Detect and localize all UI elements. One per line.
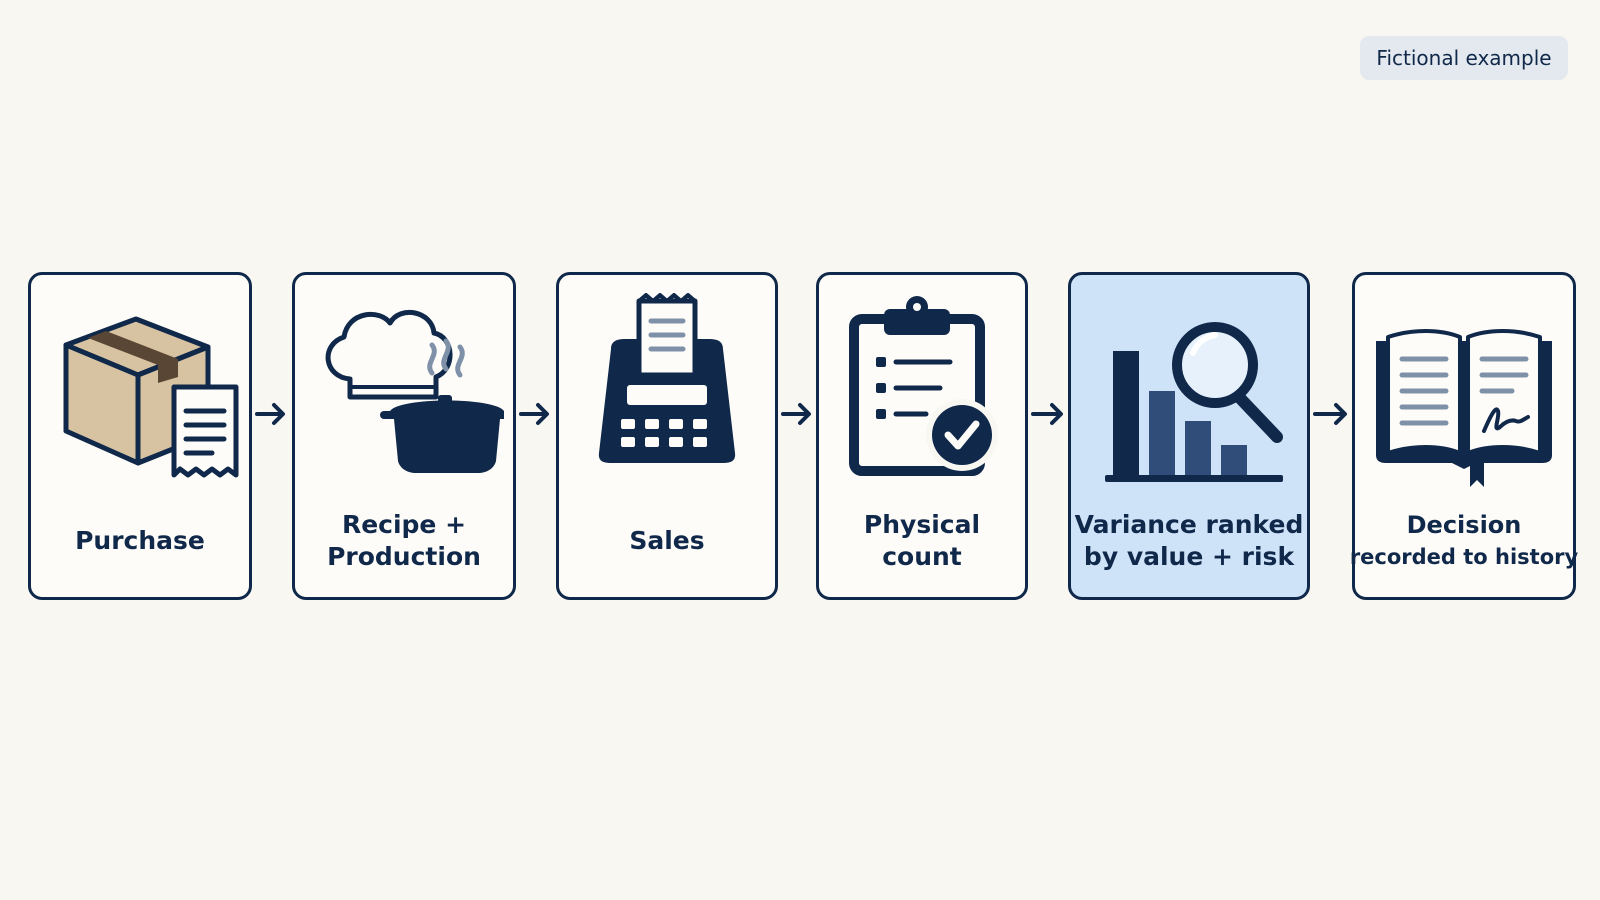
step-label-line1: Variance ranked bbox=[1074, 510, 1304, 539]
step-sales: Sales bbox=[556, 272, 778, 600]
step-label: Physical count bbox=[819, 503, 1025, 579]
step-label-line1: Physical bbox=[863, 510, 981, 539]
chef-hat-and-pot-icon bbox=[295, 293, 513, 493]
flow-arrow bbox=[780, 398, 814, 430]
step-decision-recorded: Decision recorded to history bbox=[1350, 272, 1578, 600]
clipboard-checklist-icon bbox=[819, 293, 1025, 493]
bar-chart-magnifier-icon bbox=[1071, 293, 1307, 493]
step-label-line1: Sales bbox=[629, 526, 705, 555]
step-label: Recipe + Production bbox=[295, 503, 513, 579]
flow-arrow bbox=[518, 398, 552, 430]
step-label: Decision recorded to history bbox=[1350, 503, 1578, 579]
step-label-line2: by value + risk bbox=[1083, 542, 1295, 571]
step-recipe-production: Recipe + Production bbox=[292, 272, 516, 600]
box-with-receipt-icon bbox=[31, 293, 249, 493]
step-label: Purchase bbox=[31, 503, 249, 579]
flow-arrow bbox=[1030, 398, 1066, 430]
step-label-line1: Recipe + bbox=[341, 510, 467, 539]
step-label-line1: Decision bbox=[1406, 511, 1522, 539]
step-purchase: Purchase bbox=[28, 272, 252, 600]
step-label-line2: Production bbox=[327, 542, 481, 571]
step-physical-count: Physical count bbox=[816, 272, 1028, 600]
flow-arrow bbox=[254, 398, 288, 430]
step-label-line2: count bbox=[882, 542, 962, 571]
step-label: Sales bbox=[559, 503, 775, 579]
flow-arrow bbox=[1312, 398, 1350, 430]
open-book-signature-icon bbox=[1355, 293, 1573, 493]
step-label-line1: Purchase bbox=[75, 526, 205, 555]
cash-register-icon bbox=[559, 293, 775, 493]
step-label: Variance ranked by value + risk bbox=[1071, 503, 1307, 579]
step-variance-ranked: Variance ranked by value + risk bbox=[1068, 272, 1310, 600]
step-label-line2: recorded to history bbox=[1349, 545, 1579, 569]
fictional-example-badge: Fictional example bbox=[1360, 36, 1568, 80]
